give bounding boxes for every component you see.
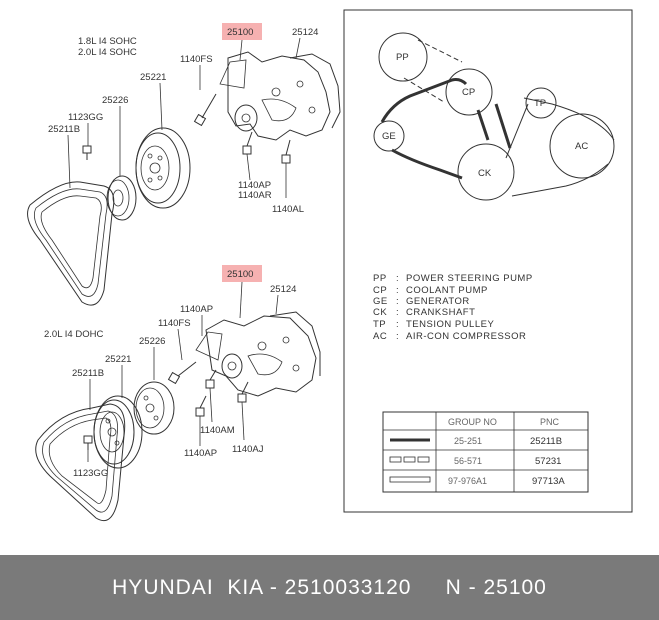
water-pump-bottom (195, 311, 321, 397)
table-cell-group: 25-251 (454, 436, 482, 446)
belt-25211B-top (27, 181, 115, 306)
part-label-1123GG-top[interactable]: 1123GG (68, 112, 103, 123)
part-label-1140AR-top[interactable]: 1140AR (238, 190, 272, 201)
legend-sep: : (396, 331, 399, 342)
legend-desc: GENERATOR (406, 296, 470, 307)
belt-routing-panel: PP CP GE CK TP AC PP : POWER STEERING PU… (343, 9, 633, 513)
bolt-1140AP-top (242, 131, 253, 181)
part-label-25100-top[interactable]: 25100 (227, 27, 253, 38)
part-label-25211B-top[interactable]: 25211B (48, 124, 80, 135)
pulley-label-ac: AC (575, 141, 588, 152)
bolt-1123GG-bottom (83, 435, 93, 450)
top-assembly: 1.8L I4 SOHC 2.0L I4 SOHC 25100 25124 11… (27, 23, 341, 306)
legend-code: PP (373, 273, 387, 284)
table-cell-pnc[interactable]: 57231 (535, 456, 561, 467)
main-belt-lower (391, 148, 463, 180)
pulley-ck (457, 143, 515, 201)
legend: PP : POWER STEERING PUMP CP : COOLANT PU… (373, 273, 533, 342)
pulley-label-cp: CP (462, 87, 475, 98)
table-cell-pnc[interactable]: 97713A (532, 476, 565, 487)
bottom-assembly: 2.0L I4 DOHC 25100 25124 1140AP 1140FS 2… (35, 265, 321, 522)
part-label-1123GG-bottom[interactable]: 1123GG (73, 468, 108, 479)
variant-label-sohc-1: 1.8L I4 SOHC (78, 36, 137, 47)
spacer-25226-bottom (133, 381, 175, 435)
pulley-label-pp: PP (396, 52, 409, 63)
part-label-1140AP-bottom-b[interactable]: 1140AP (184, 448, 217, 459)
belt-25211B-bottom (35, 403, 126, 522)
belt-symbol-outline (389, 476, 431, 483)
spacer-25226-top (106, 175, 137, 221)
pulley-pp (378, 32, 428, 82)
highlight-25100-top (222, 23, 262, 40)
table-cell-pnc[interactable]: 25211B (530, 436, 562, 447)
part-label-1140AJ-bottom[interactable]: 1140AJ (232, 444, 264, 455)
pulley-25221-top (135, 127, 191, 209)
part-label-25226-bottom[interactable]: 25226 (139, 336, 165, 347)
legend-code: CK (373, 307, 387, 318)
part-label-25221-bottom[interactable]: 25221 (105, 354, 131, 365)
part-label-1140AP-top[interactable]: 1140AP (238, 180, 271, 191)
part-label-1140FS-bottom[interactable]: 1140FS (158, 318, 191, 329)
variant-label-dohc: 2.0L I4 DOHC (44, 329, 103, 340)
dashed-belt (403, 39, 463, 103)
part-label-1140AL-top[interactable]: 1140AL (272, 204, 304, 215)
main-belt-cp (476, 103, 512, 149)
pulley-label-ck: CK (478, 168, 492, 179)
legend-sep: : (396, 307, 399, 318)
variant-label-sohc-2: 2.0L I4 SOHC (78, 47, 137, 58)
part-label-25124-bottom[interactable]: 25124 (270, 284, 296, 295)
pulley-ac (549, 113, 615, 179)
legend-desc: AIR-CON COMPRESSOR (406, 331, 526, 342)
ac-belt (511, 97, 615, 197)
legend-desc: CRANKSHAFT (406, 307, 475, 318)
table-header-group: GROUP NO (448, 417, 497, 427)
part-label-1140AP-bottom-a[interactable]: 1140AP (180, 304, 213, 315)
highlight-25100-bottom (222, 265, 262, 282)
part-label-1140FS-top[interactable]: 1140FS (180, 54, 213, 65)
bolt-1140AL-top (281, 139, 291, 198)
bolt-1140FS-top (193, 93, 217, 127)
panel-frame (343, 9, 633, 513)
pulley-tp (525, 87, 557, 119)
legend-code: CP (373, 285, 387, 296)
table-header-pnc: PNC (540, 417, 560, 427)
part-number-footer: HYUNDAI KIA - 2510033120 N - 25100 (0, 555, 659, 620)
water-pump-top (219, 51, 341, 141)
legend-sep: : (396, 285, 399, 296)
parts-diagram: 1.8L I4 SOHC 2.0L I4 SOHC 25100 25124 11… (27, 9, 633, 522)
legend-desc: TENSION PULLEY (406, 319, 494, 330)
legend-code: TP (373, 319, 386, 330)
legend-desc: POWER STEERING PUMP (406, 273, 533, 284)
bolt-1140AJ-bottom (237, 381, 249, 441)
table-cell-group: 56-571 (454, 456, 482, 466)
legend-code: GE (373, 296, 388, 307)
main-belt-upper (380, 78, 468, 123)
part-label-25124-top[interactable]: 25124 (292, 27, 318, 38)
part-label-25211B-bottom[interactable]: 25211B (72, 368, 104, 379)
belt-symbol-dashed (389, 456, 430, 463)
footer-text: HYUNDAI KIA - 2510033120 N - 25100 (112, 575, 547, 599)
table-cell-group: 97-976A1 (448, 476, 487, 486)
pulley-ge (373, 120, 405, 152)
bolt-1140FS-bottom (167, 361, 197, 385)
part-label-1140AM-bottom[interactable]: 1140AM (200, 425, 235, 436)
part-label-25100-bottom[interactable]: 25100 (227, 269, 253, 280)
legend-sep: : (396, 273, 399, 284)
bolt-1123GG-top (82, 145, 92, 160)
pulley-cp (445, 68, 493, 116)
ac-belt-inner (505, 103, 529, 159)
part-label-25226-top[interactable]: 25226 (102, 95, 128, 106)
pulley-label-tp: TP (534, 98, 546, 109)
group-pnc-table: GROUP NO PNC 25-251 25211B 56-571 57231 … (382, 411, 589, 493)
bolt-1140AP-bottom (195, 395, 207, 446)
bolt-1140AM-bottom (205, 369, 217, 423)
legend-sep: : (396, 296, 399, 307)
legend-sep: : (396, 319, 399, 330)
pulley-label-ge: GE (382, 131, 396, 142)
legend-desc: COOLANT PUMP (406, 285, 488, 296)
part-label-25221-top[interactable]: 25221 (140, 72, 166, 83)
legend-code: AC (373, 331, 387, 342)
